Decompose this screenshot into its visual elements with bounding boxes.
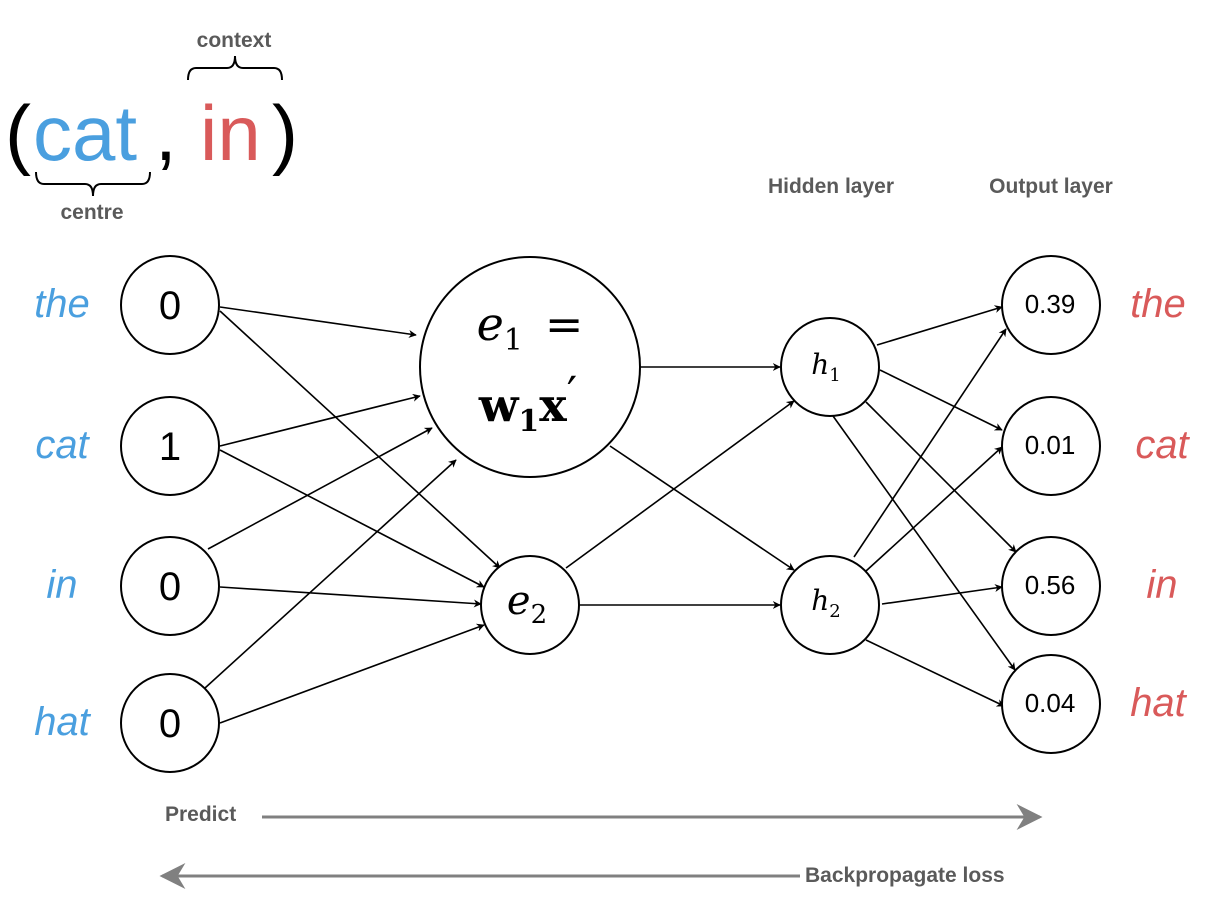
connections xyxy=(204,305,1017,724)
input-node-in xyxy=(120,536,220,636)
x-var: x xyxy=(539,378,567,432)
edge-e2-h1 xyxy=(565,400,795,569)
output-value-the: 0.39 xyxy=(1025,289,1076,319)
output-value-hat: 0.04 xyxy=(1025,688,1076,718)
output-word-hat: hat xyxy=(1130,681,1187,725)
input-words: the cat in hat xyxy=(34,282,91,744)
e1-var: e xyxy=(477,297,504,351)
w-var: w xyxy=(478,378,520,432)
input-word-in: in xyxy=(46,563,77,607)
h2-sub: 2 xyxy=(829,601,840,622)
output-node-the xyxy=(1001,255,1101,355)
output-value-in: 0.56 xyxy=(1025,570,1076,600)
input-node-the xyxy=(120,255,220,355)
edge-h2-o3 xyxy=(881,584,1003,605)
input-value-in: 0 xyxy=(159,565,181,609)
edge-the-e1 xyxy=(219,306,417,338)
output-word-in: in xyxy=(1146,563,1177,607)
output-value-cat: 0.01 xyxy=(1025,430,1076,460)
centre-brace xyxy=(35,171,151,197)
output-layer: 0.39 0.01 0.56 0.04 xyxy=(1001,255,1101,754)
predict-label: Predict xyxy=(165,803,236,826)
h2-var: h xyxy=(811,584,829,617)
edge-the-e2 xyxy=(219,310,501,569)
edge-h2-o2 xyxy=(865,446,1003,572)
edge-h2-o4 xyxy=(865,639,1005,707)
output-word-the: the xyxy=(1130,282,1186,326)
hidden-node-h1 xyxy=(780,317,880,417)
h2-label: h2 xyxy=(811,584,841,622)
edge-in-e1 xyxy=(207,427,433,550)
edge-h1-o3 xyxy=(865,401,1017,553)
w-sub: 1 xyxy=(518,404,539,439)
centre-label: centre xyxy=(60,201,123,224)
input-node-cat xyxy=(120,396,220,496)
h1-sub: 1 xyxy=(829,365,840,386)
edge-cat-e2 xyxy=(219,449,485,588)
input-layer: 0 1 0 0 xyxy=(120,255,220,773)
x-prime: ′ xyxy=(567,366,577,420)
pair-centre-word: cat xyxy=(33,89,137,177)
context-label: context xyxy=(197,29,272,52)
pair-close-paren: ) xyxy=(272,89,298,177)
output-words: the cat in hat xyxy=(1130,282,1190,725)
pair-context-word: in xyxy=(200,89,261,177)
embedding-layer: e1= w1x′ e2 xyxy=(419,256,641,655)
output-node-cat xyxy=(1001,396,1101,496)
backpropagate-label: Backpropagate loss xyxy=(805,864,1005,887)
context-brace xyxy=(187,55,283,81)
e2-var: e xyxy=(507,578,531,624)
output-word-cat: cat xyxy=(1135,423,1190,467)
w1x-equation-line: w1x′ xyxy=(478,366,577,439)
hidden-layer: h1 h2 xyxy=(780,317,880,655)
hidden-layer-heading: Hidden layer xyxy=(768,175,894,198)
e1-sub: 1 xyxy=(504,323,523,358)
edge-cat-e1 xyxy=(219,393,421,447)
input-value-the: 0 xyxy=(159,284,181,328)
e2-label: e2 xyxy=(507,578,547,630)
edge-in-e2 xyxy=(219,586,482,608)
edge-e1-h2 xyxy=(609,445,795,571)
edge-h2-o1 xyxy=(853,328,1007,558)
output-layer-heading: Output layer xyxy=(989,175,1113,198)
e1-eq: = xyxy=(545,297,584,351)
pair-comma: , xyxy=(155,89,177,177)
input-value-hat: 0 xyxy=(159,702,181,746)
edge-h1-o4 xyxy=(832,415,1016,671)
embedding-node-e1 xyxy=(419,256,641,478)
input-word-the: the xyxy=(34,282,90,326)
h1-var: h xyxy=(811,348,829,381)
edge-hat-e1 xyxy=(204,459,457,689)
e2-sub: 2 xyxy=(531,600,548,630)
h1-label: h1 xyxy=(811,348,841,386)
output-node-in xyxy=(1001,536,1101,636)
pair-open-paren: ( xyxy=(5,89,31,177)
e1-equation-line: e1 = xyxy=(477,297,584,358)
hidden-node-h2 xyxy=(780,555,880,655)
output-node-hat xyxy=(1001,654,1101,754)
word-pair-heading: ( cat , in ) xyxy=(5,89,298,177)
embedding-node-e2 xyxy=(480,555,580,655)
edge-h1-o2 xyxy=(879,369,1003,431)
input-value-cat: 1 xyxy=(159,425,181,469)
input-word-cat: cat xyxy=(35,423,90,467)
edge-h1-o1 xyxy=(876,305,1003,346)
edge-hat-e2 xyxy=(219,623,485,724)
input-word-hat: hat xyxy=(34,700,91,744)
input-node-hat xyxy=(120,673,220,773)
